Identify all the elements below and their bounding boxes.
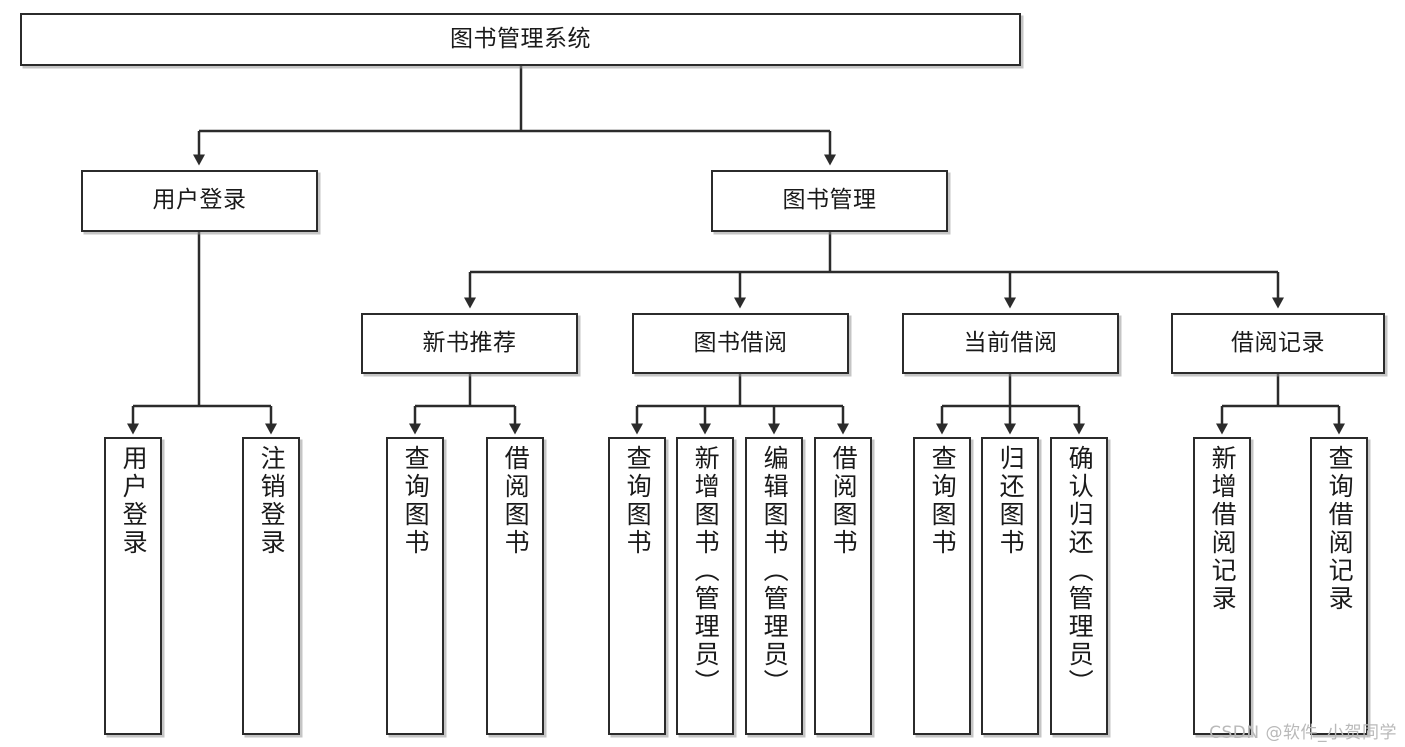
node-book-management[interactable]: 图书管理 [711,170,948,232]
leaf-borrow-edit-book-admin[interactable]: 编辑图书（管理员） [745,437,803,735]
leaf-current-query-book[interactable]: 查询图书 [913,437,971,735]
node-label: 当前借阅 [963,329,1058,356]
node-label: 编辑图书（管理员） [760,445,790,697]
node-label: 借阅记录 [1231,329,1325,356]
node-label: 借阅图书 [829,445,859,557]
node-label: 注销登录 [257,445,287,557]
node-label: 图书管理系统 [450,25,591,52]
node-label: 用户登录 [119,445,149,557]
node-label: 图书管理 [782,187,877,214]
leaf-record-add-borrow-record[interactable]: 新增借阅记录 [1193,437,1251,735]
node-label: 新增图书（管理员） [691,445,721,697]
node-root-book-management-system[interactable]: 图书管理系统 [20,13,1021,66]
node-book-borrow[interactable]: 图书借阅 [632,313,849,374]
node-borrow-record[interactable]: 借阅记录 [1171,313,1385,374]
leaf-user-login-logout[interactable]: 注销登录 [242,437,300,735]
leaf-borrow-borrow-book[interactable]: 借阅图书 [814,437,872,735]
node-label: 用户登录 [152,187,247,214]
leaf-current-return-book[interactable]: 归还图书 [981,437,1039,735]
leaf-recommend-borrow-book[interactable]: 借阅图书 [486,437,544,735]
node-label: 查询图书 [401,445,431,557]
node-label: 查询图书 [928,445,958,557]
node-label: 确认归还（管理员） [1065,445,1095,697]
node-label: 查询借阅记录 [1325,445,1355,613]
node-new-book-recommend[interactable]: 新书推荐 [361,313,578,374]
node-label: 新书推荐 [422,329,517,356]
watermark-text: CSDN @软件_小贺同学 [1209,723,1397,743]
node-current-borrow[interactable]: 当前借阅 [902,313,1119,374]
node-user-login[interactable]: 用户登录 [81,170,318,232]
node-label: 新增借阅记录 [1208,445,1238,613]
node-label: 图书借阅 [693,329,788,356]
leaf-record-query-borrow-record[interactable]: 查询借阅记录 [1310,437,1368,735]
leaf-current-confirm-return-admin[interactable]: 确认归还（管理员） [1050,437,1108,735]
leaf-user-login-login[interactable]: 用户登录 [104,437,162,735]
leaf-borrow-query-book[interactable]: 查询图书 [608,437,666,735]
leaf-recommend-query-book[interactable]: 查询图书 [386,437,444,735]
node-label: 借阅图书 [501,445,531,557]
node-label: 归还图书 [996,445,1026,557]
node-label: 查询图书 [623,445,653,557]
leaf-borrow-add-book-admin[interactable]: 新增图书（管理员） [676,437,734,735]
